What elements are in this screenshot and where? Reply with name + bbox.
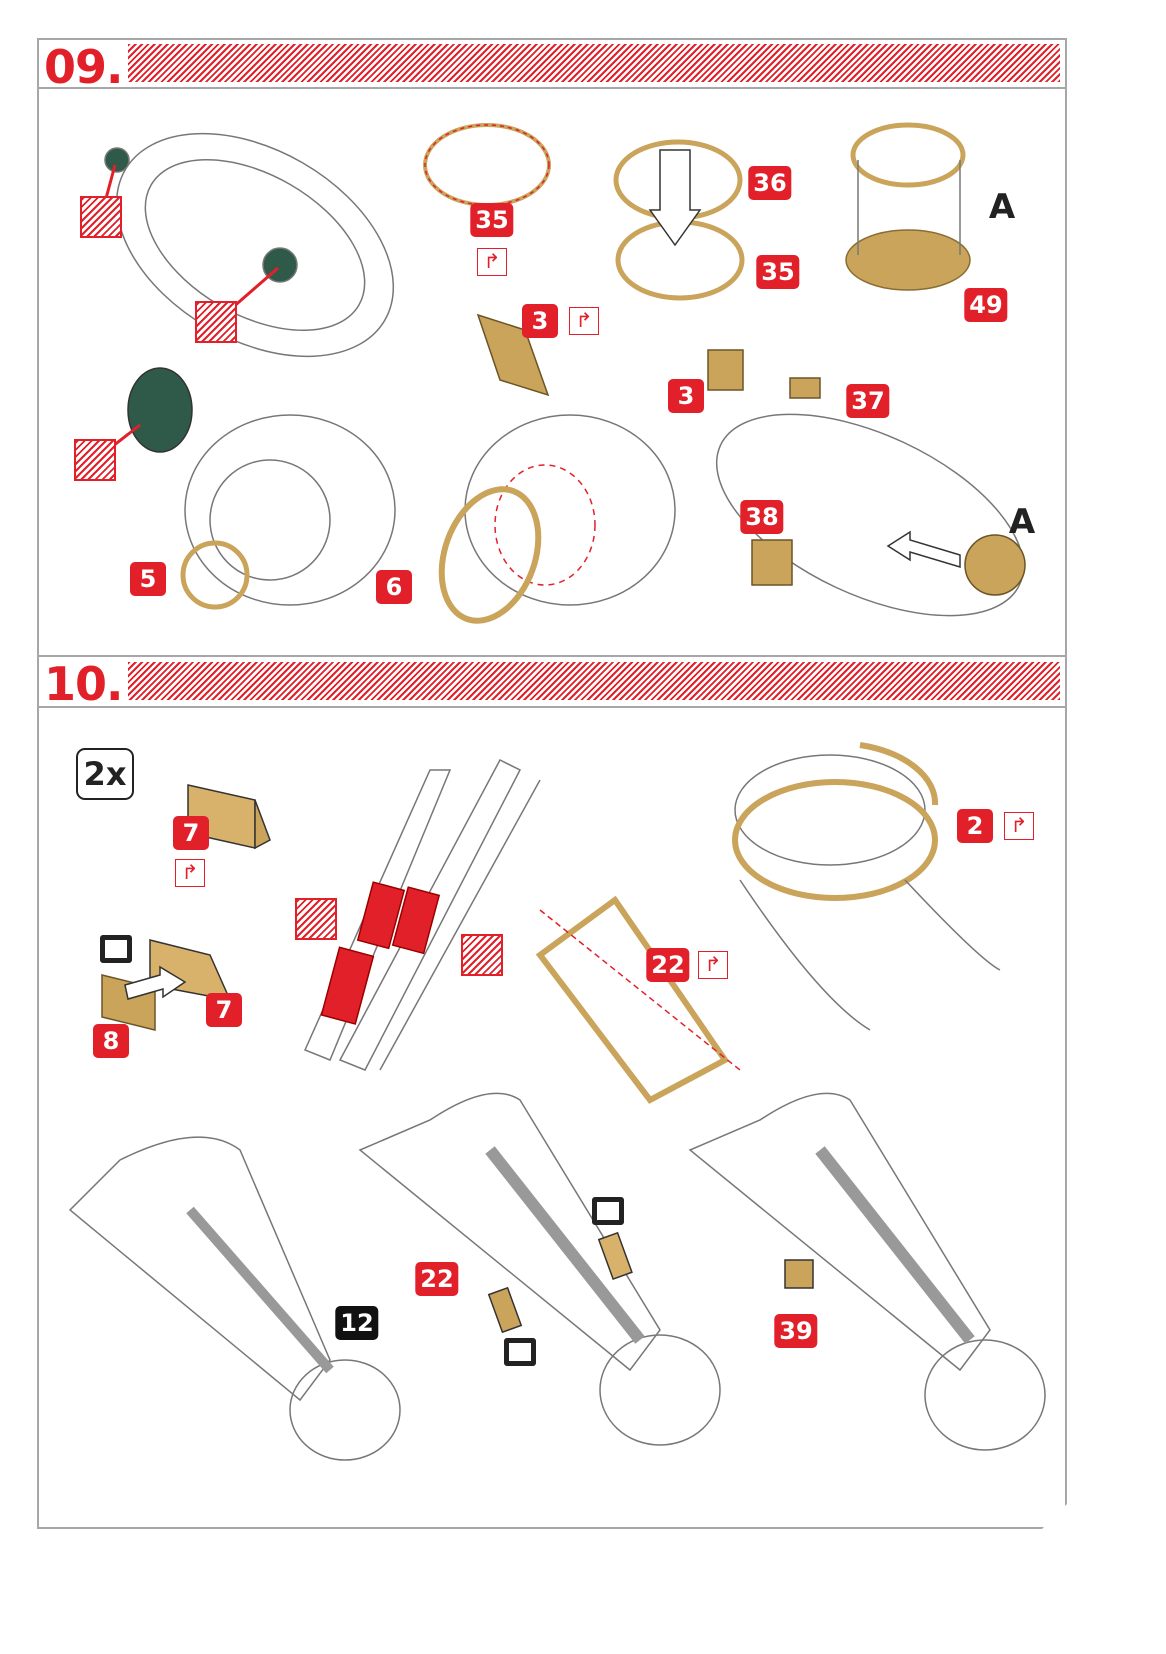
bend-icon: ↱ [175, 859, 205, 887]
page-frame [37, 38, 1067, 1529]
fuselage-rail-illustration [303, 759, 541, 1071]
part-label-6: 6 [376, 570, 412, 604]
part-label-35: 35 [470, 203, 514, 237]
part-label-22: 22 [646, 948, 690, 982]
divider [37, 706, 1067, 708]
step-number-10: 10. [44, 657, 123, 711]
paint-icon [74, 439, 116, 481]
bend-icon: ↱ [698, 951, 728, 979]
part-label-22: 22 [415, 1262, 459, 1296]
paint-icon [461, 934, 503, 976]
bend-icon: ↱ [1004, 812, 1034, 840]
wheel-2-illustration [732, 742, 1001, 1031]
sub-assembly-2-illustration [358, 1092, 721, 1446]
part-label-7: 7 [173, 816, 209, 850]
part-label-2: 2 [957, 809, 993, 843]
frame-22-illustration [535, 895, 741, 1104]
subassembly-letter-A: A [1008, 502, 1036, 542]
bulkhead-6-illustration [438, 414, 676, 624]
sub-assembly-1-illustration [68, 1136, 401, 1461]
cockpit-assembly-illustration [707, 349, 1026, 617]
part-label-49: 49 [964, 288, 1008, 322]
divider [37, 655, 1067, 657]
part-label-5: 5 [130, 562, 166, 596]
part-label-36: 36 [748, 166, 792, 200]
assembly-A-illustration [845, 122, 971, 291]
part-label-12: 12 [335, 1306, 379, 1340]
sub-assembly-3-illustration [688, 1092, 1046, 1451]
part-7-8-illustration [101, 939, 232, 1031]
subassembly-box-D [504, 1338, 536, 1366]
paint-icon [195, 301, 237, 343]
part-label-37: 37 [846, 384, 890, 418]
divider [37, 87, 1067, 89]
bend-icon: ↱ [569, 307, 599, 335]
step-header-hatch [128, 662, 1060, 700]
ring-35-illustration [423, 123, 551, 207]
part-label-39: 39 [774, 1314, 818, 1348]
part-label-38: 38 [740, 500, 784, 534]
part-label-7: 7 [206, 993, 242, 1027]
subassembly-letter-A: A [988, 187, 1016, 227]
quantity-badge: 2x [76, 748, 134, 800]
bend-icon: ↱ [477, 248, 507, 276]
bulkhead-5-illustration [180, 414, 396, 610]
step-number-09: 09. [44, 40, 123, 94]
part-label-8: 8 [93, 1024, 129, 1058]
part-label-35: 35 [756, 255, 800, 289]
subassembly-box-D [100, 935, 132, 963]
paint-icon [80, 196, 122, 238]
cockpit-tub-illustration [99, 132, 395, 358]
part-label-3: 3 [522, 304, 558, 338]
paint-icon [295, 898, 337, 940]
grille-3-illustration [476, 313, 550, 397]
page-corner [1040, 1503, 1068, 1531]
subassembly-box-D [592, 1197, 624, 1225]
step-header-hatch [128, 44, 1060, 82]
rings-36-35-illustration [613, 139, 745, 301]
part-label-3: 3 [668, 379, 704, 413]
